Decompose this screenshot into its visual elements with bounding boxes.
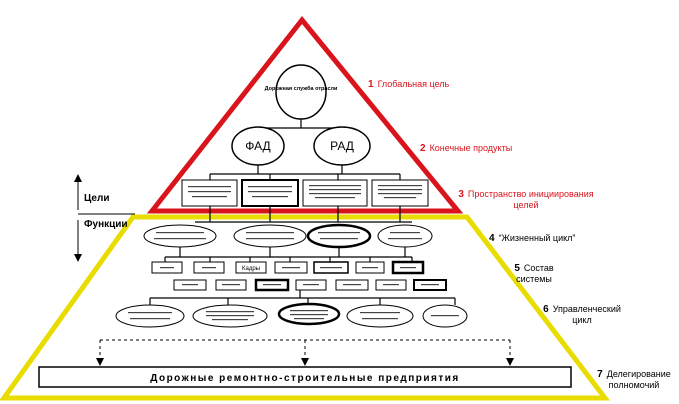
initiation-box-text [188,185,422,199]
delegation-arrows [99,339,511,360]
system-row2-text [182,284,439,286]
management-oval-4 [346,304,414,328]
level-number: 3 [458,189,464,200]
system-box-1-3 [235,261,267,274]
lifecycle-oval-3 [306,223,372,249]
apex-oval [275,64,327,120]
product-connectors [209,165,401,180]
level-number: 2 [420,143,426,154]
system-connectors [149,290,456,305]
side-arrows [77,180,135,256]
level-text: Глобальная цель [377,79,450,89]
lifecycle-oval-text [154,232,422,240]
functions-side-label: Функции [84,219,128,230]
level-text: Управленческий цикл [552,304,621,325]
management-oval-1 [115,304,185,328]
initiation-box-1 [181,179,238,207]
system-text-kadry: Кадры [242,266,260,272]
system-row1-text [160,267,416,269]
lifecycle-connectors [164,247,413,262]
delegation-arrowheads [96,358,514,366]
level-text: Состав системы [516,263,554,284]
apex-text: Дорожная служба отрасли [265,85,338,92]
level-text: Пространство инициирования целей [467,189,594,210]
level-number: 7 [597,369,603,380]
product-text-rad: РАД [330,139,354,153]
management-oval-text [128,310,459,321]
level-label-4: 4“Жизненный цикл” [489,233,575,244]
lifecycle-oval-2 [233,224,307,248]
level-text: Делегирование полномочий [606,369,671,390]
initiation-box-2 [241,179,299,207]
goals-triangle [146,16,464,214]
level-text: “Жизненный цикл” [498,233,576,243]
base-box [38,366,572,388]
level-number: 1 [368,79,374,90]
lifecycle-oval-1 [143,224,217,248]
level-text: Конечные продукты [429,143,513,153]
goal-function-connectors [195,206,412,223]
side-arrowheads [74,174,82,262]
level-number: 6 [543,304,549,315]
level-number: 5 [514,263,520,274]
base-box-text: Дорожные ремонтно-строительные предприят… [150,373,460,384]
level-number: 4 [489,233,495,244]
goals-side-label: Цели [84,193,110,204]
lifecycle-oval-4 [377,224,433,248]
product-text-fad: ФАД [245,139,270,153]
functions-trapezoid [0,214,611,401]
